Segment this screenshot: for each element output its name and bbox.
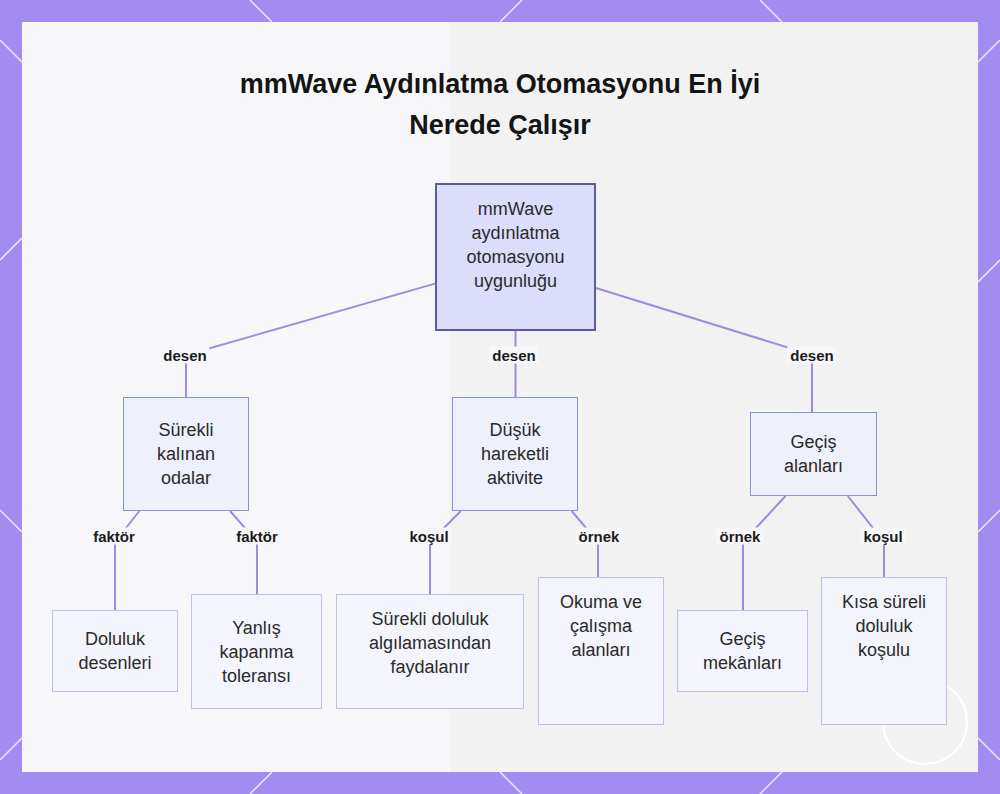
edge-label: desen (489, 347, 538, 364)
detail-box: Okuma ve çalışma alanları (538, 577, 664, 725)
node-text: Düşük hareketli aktivite (463, 418, 567, 490)
node-text: mmWave aydınlatma otomasyonu uygunluğu (447, 197, 584, 293)
connector (743, 496, 786, 610)
diagram-title: mmWave Aydınlatma Otomasyonu En İyi Nere… (200, 64, 800, 146)
node-text: Doluluk desenleri (63, 627, 167, 675)
edge-label: örnek (576, 528, 623, 545)
panel (22, 22, 978, 772)
node-text: Yanlış kapanma toleransı (202, 616, 311, 688)
detail-box: Geçiş mekânları (677, 610, 808, 692)
edge-label: koşul (860, 528, 905, 545)
detail-box: Yanlış kapanma toleransı (191, 594, 322, 709)
root-box: mmWave aydınlatma otomasyonu uygunluğu (435, 183, 596, 331)
node-text: Okuma ve çalışma alanları (549, 590, 653, 662)
detail-box: Kısa süreli doluluk koşulu (821, 577, 947, 725)
edge-label: koşul (406, 528, 451, 545)
edge-label: desen (160, 347, 209, 364)
category-box: Düşük hareketli aktivite (452, 397, 578, 511)
connector (115, 511, 139, 610)
edge-label: desen (787, 347, 836, 364)
node-text: Kısa süreli doluluk koşulu (832, 590, 936, 662)
node-text: Geçiş mekânları (688, 627, 797, 675)
connector (515, 331, 517, 397)
edge-label: faktör (233, 528, 281, 545)
edge-label: örnek (717, 528, 764, 545)
edge-label: faktör (90, 528, 138, 545)
detail-box: Sürekli doluluk algılamasından faydalanı… (336, 594, 524, 709)
node-text: Sürekli kalınan odalar (134, 418, 238, 490)
connector (186, 284, 435, 397)
connector (596, 288, 812, 412)
node-text: Geçiş alanları (761, 430, 866, 478)
category-box: Geçiş alanları (750, 412, 877, 496)
detail-box: Doluluk desenleri (52, 610, 178, 692)
category-box: Sürekli kalınan odalar (123, 397, 249, 511)
connector (430, 511, 461, 594)
connector (230, 511, 257, 594)
node-text: Sürekli doluluk algılamasından faydalanı… (347, 607, 513, 679)
